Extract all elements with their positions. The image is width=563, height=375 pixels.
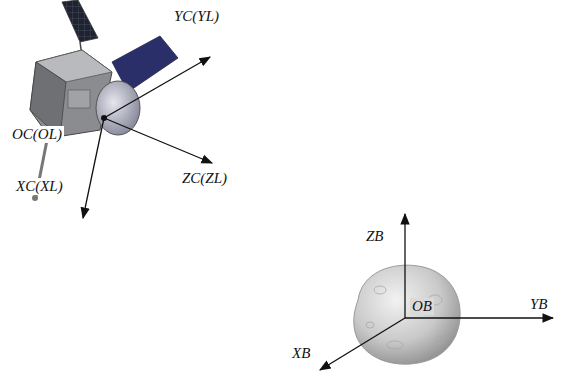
- axis-label: YC(YL): [172, 8, 221, 25]
- camera-axes: [83, 57, 212, 218]
- axis-label: YB: [528, 296, 550, 313]
- body-axes: [320, 214, 553, 370]
- spacecraft: [30, 0, 178, 201]
- asteroid: [354, 265, 460, 364]
- axis-label: ZC(ZL): [180, 170, 229, 187]
- solar-panel: [62, 0, 98, 42]
- axis-label: OB: [410, 298, 434, 315]
- axis-label: XB: [290, 345, 312, 362]
- axis-label: XC(XL): [14, 178, 65, 195]
- axis-label: OC(OL): [10, 126, 64, 143]
- axis-label: ZB: [364, 228, 386, 245]
